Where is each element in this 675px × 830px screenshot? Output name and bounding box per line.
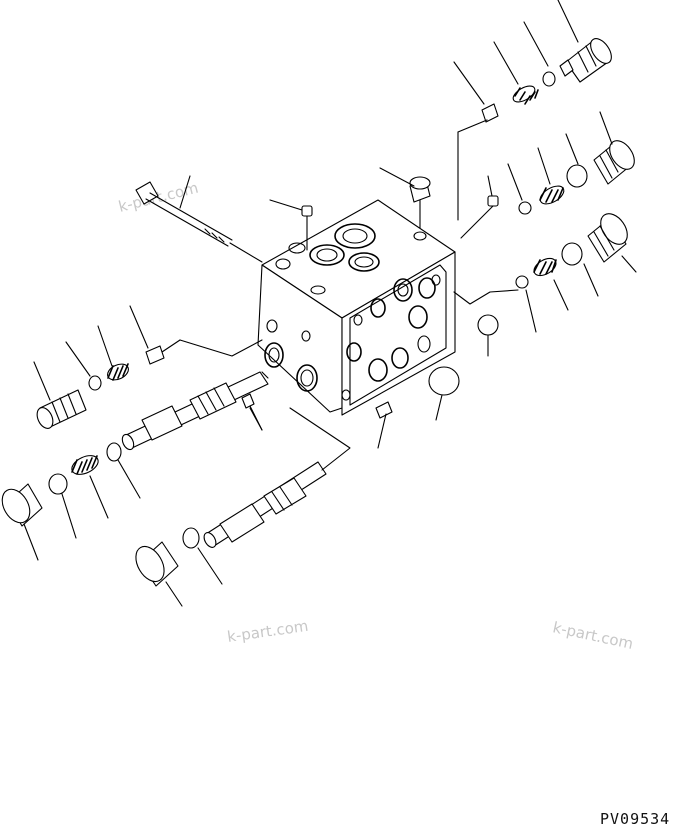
- cap-plug-left-lower: [1, 483, 43, 527]
- spring-left-lower: [71, 455, 99, 475]
- o-ring-right-2: [561, 242, 583, 266]
- small-screw-right: [460, 195, 499, 239]
- leader-lines: [23, 0, 637, 607]
- spool-upper: [121, 371, 269, 451]
- spring-right-1: [539, 185, 565, 205]
- spring-right-2: [533, 257, 557, 277]
- relief-plug-left: [36, 389, 87, 429]
- bottom-screw: [375, 401, 393, 449]
- o-ring-spool-2: [182, 527, 200, 549]
- o-ring-right-small: [518, 201, 532, 215]
- relief-plug-top-right: [559, 38, 612, 83]
- spring-left-upper: [107, 363, 129, 381]
- o-ring-right-3: [515, 275, 529, 289]
- spool-lower: [203, 407, 351, 548]
- watermark-middle: k-part.com: [226, 617, 309, 646]
- o-ring-top-right: [542, 71, 556, 87]
- top-set-screw: [301, 205, 313, 251]
- watermark-right: k-part.com: [551, 618, 635, 653]
- leader-right-3: [453, 289, 519, 305]
- o-ring-left-lower: [48, 473, 68, 495]
- o-ring-right-1: [566, 164, 588, 188]
- poppet-left-upper: [145, 339, 263, 365]
- top-plug: [409, 176, 431, 229]
- valve-block-body: [257, 199, 456, 416]
- plug-cap-lower-right: [428, 366, 460, 396]
- plug-large-right-2: [587, 213, 628, 263]
- spring-top-right: [512, 85, 539, 105]
- plug-large-right-1: [593, 140, 635, 185]
- cap-plug-spool-2: [135, 541, 179, 587]
- o-ring-left-upper: [88, 375, 102, 391]
- poppet-top-right: [457, 103, 499, 221]
- drawing-code: PV09534: [600, 810, 670, 828]
- plug-cap-right: [477, 314, 499, 336]
- long-bolt: [135, 181, 263, 263]
- retainer-left-lower: [106, 442, 122, 462]
